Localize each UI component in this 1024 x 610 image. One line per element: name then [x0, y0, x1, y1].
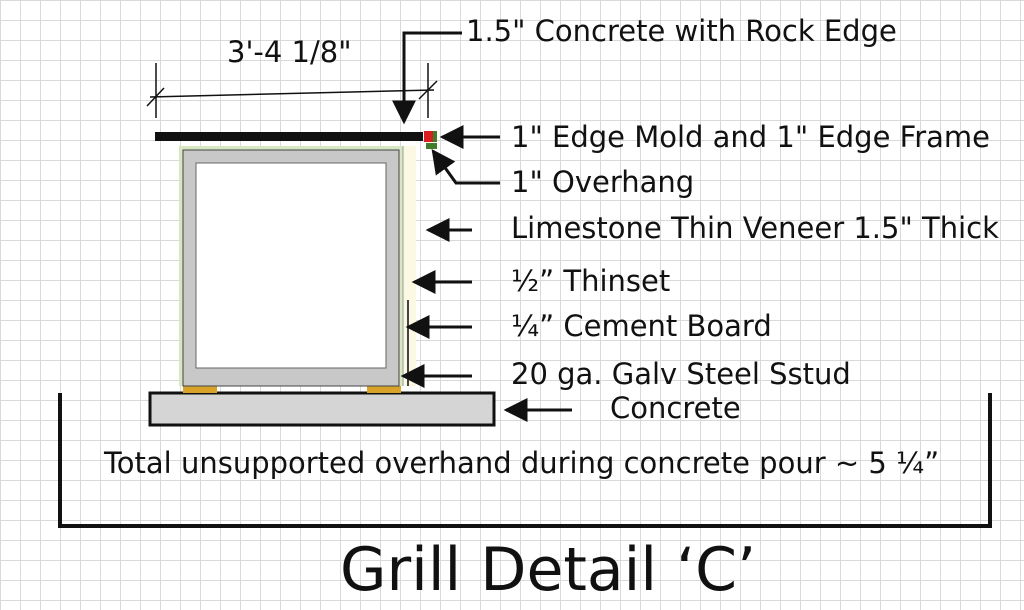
callout-overhang: 1" Overhang	[511, 165, 695, 199]
edge-frame	[424, 131, 433, 142]
pour-note: Total unsupported overhand during concre…	[104, 446, 940, 480]
overhang-mark	[426, 143, 437, 149]
dimension-label: 3'-4 1/8"	[227, 35, 352, 69]
stud-interior	[195, 162, 387, 369]
leader-overhang	[431, 149, 500, 185]
rock-edge	[433, 131, 437, 142]
callout-edge-mold: 1" Edge Mold and 1" Edge Frame	[511, 120, 990, 154]
limestone-veneer	[403, 146, 416, 386]
dim-slash-left	[146, 87, 165, 107]
callout-cement-board: ¼” Cement Board	[511, 309, 772, 343]
leader-concrete-rock-edge	[392, 31, 462, 125]
callout-thinset: ½” Thinset	[511, 264, 671, 298]
concrete-footing	[148, 391, 496, 427]
callout-steel-stud: 20 ga. Galv Steel Sstud	[511, 357, 851, 391]
note-bracket	[58, 393, 992, 528]
callout-concrete-rock-edge: 1.5" Concrete with Rock Edge	[466, 14, 897, 48]
shim-right	[367, 385, 401, 393]
callout-concrete: Concrete	[610, 391, 741, 425]
callout-limestone: Limestone Thin Veneer 1.5" Thick	[511, 211, 999, 245]
dimension-line	[149, 89, 435, 98]
shim-left	[183, 385, 217, 393]
countertop-slab	[155, 132, 423, 141]
dim-slash-right	[418, 80, 438, 100]
drawing-title: Grill Detail ‘C’	[340, 535, 757, 605]
